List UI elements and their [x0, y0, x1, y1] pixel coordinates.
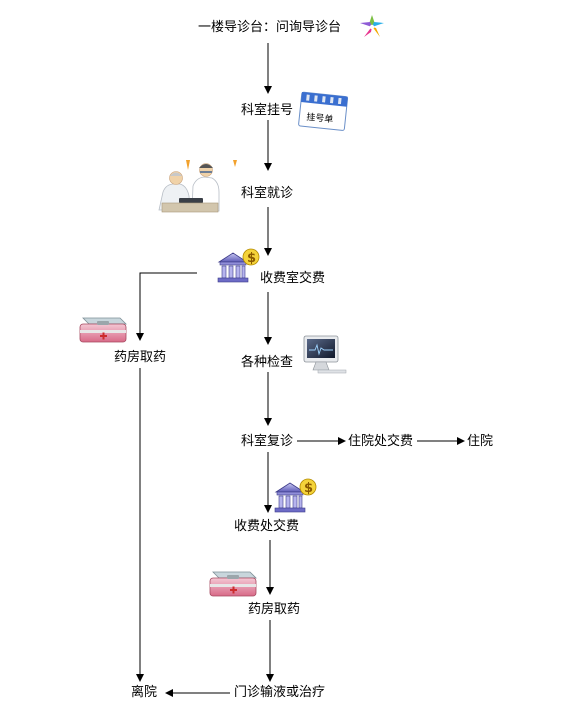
colorful-star-logo-icon	[360, 15, 384, 37]
arrow-pay1-pharmacy1	[136, 272, 197, 341]
node-pay-cashier-1: 收费室交费	[260, 271, 326, 286]
medicine-box-icon	[209, 571, 257, 597]
bank-money-icon: $	[217, 248, 260, 283]
node-inpatient-pay: 住院处交费	[348, 434, 414, 449]
bank-money-icon: $	[274, 478, 317, 513]
node-exam: 各种检查	[241, 355, 294, 370]
register-card-text: 挂号单	[306, 111, 334, 126]
registration-form-icon: 挂号单	[298, 91, 349, 131]
node-register: 科室挂号	[241, 103, 294, 118]
node-followup: 科室复诊	[241, 434, 294, 449]
node-pay-cashier-2: 收费处交费	[234, 519, 300, 534]
node-hospitalize: 住院	[467, 434, 494, 449]
doctor-patient-icon	[158, 160, 237, 213]
node-pharmacy-2: 药房取药	[248, 602, 301, 617]
node-infusion: 门诊输液或治疗	[234, 685, 326, 700]
medicine-box-icon	[79, 317, 127, 343]
node-guide-desk: 一楼导诊台：问询导诊台	[198, 20, 342, 35]
node-pharmacy-1: 药房取药	[114, 350, 167, 365]
svg-text:$: $	[247, 251, 256, 266]
node-discharge: 离院	[131, 685, 158, 700]
svg-text:$: $	[304, 481, 313, 496]
monitor-icon	[303, 335, 347, 374]
node-consult: 科室就诊	[241, 186, 294, 201]
